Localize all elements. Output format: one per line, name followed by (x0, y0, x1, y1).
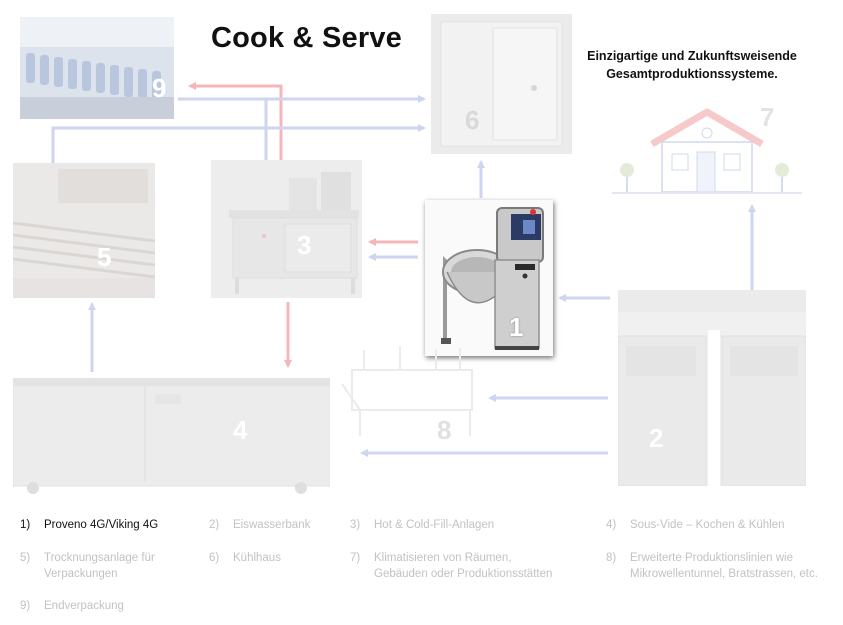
cold-room-door-icon (431, 14, 572, 154)
legend-item-2: 2) Eiswasserbank (209, 517, 349, 535)
legend-number: 7) (350, 552, 361, 564)
legend-number: 5) (20, 552, 31, 564)
node-7-klimatisieren: 7 (612, 100, 802, 200)
node-8-number: 8 (437, 415, 452, 442)
legend-label: Endverpackung (44, 600, 124, 612)
house-icon (612, 108, 802, 194)
node-8-produktionslinien: 8 (340, 340, 485, 442)
legend-label: Trocknungsanlage für (44, 552, 155, 564)
tagline-line-1: Einzigartige und Zukunftsweisende (587, 49, 797, 63)
production-line-icon (341, 346, 473, 436)
legend-label: Hot & Cold-Fill-Anlagen (374, 519, 495, 531)
legend-label-line2: Verpackungen (44, 568, 118, 580)
legend-number: 4) (606, 519, 617, 531)
legend-label: Kühlhaus (233, 552, 281, 564)
node-6-number: 6 (465, 105, 480, 135)
tagline: Einzigartige und Zukunftsweisende Gesamt… (572, 47, 812, 83)
hot-cold-fill-icon (211, 160, 362, 298)
node-1-number: 1 (509, 312, 524, 342)
tilting-kettle-icon (425, 200, 553, 356)
legend-item-9: 9) Endverpackung (20, 598, 210, 616)
legend-item-3: 3) Hot & Cold-Fill-Anlagen (350, 517, 590, 535)
legend-number: 9) (20, 600, 31, 612)
node-3-number: 3 (297, 230, 312, 260)
bottle-line-icon (20, 17, 174, 119)
sous-vide-tank-icon (13, 378, 330, 494)
node-7-number: 7 (760, 102, 775, 132)
node-1-proveno-viking: 1 (425, 200, 553, 356)
drying-conveyor-icon (13, 163, 155, 298)
tagline-line-2: Gesamtproduktionssysteme. (606, 67, 778, 81)
node-2-eiswasserbank: 2 (618, 290, 806, 486)
legend-number: 3) (350, 519, 361, 531)
node-4-sous-vide: 4 (13, 378, 330, 496)
legend-label: Eiswasserbank (233, 519, 311, 531)
legend-number: 8) (606, 552, 617, 564)
node-5-trocknungsanlage: 5 (13, 163, 155, 298)
diagram-title: Cook & Serve (211, 22, 402, 54)
ice-water-bank-icon (618, 290, 806, 486)
legend-number: 6) (209, 552, 220, 564)
node-9-endverpackung: 9 (20, 17, 174, 119)
node-6-kuehlhaus: 6 (431, 14, 572, 154)
flow-arrows (51, 82, 756, 457)
legend-item-4: 4) Sous-Vide – Kochen & Kühlen (606, 517, 836, 535)
legend-label-line2: Gebäuden oder Produktionsstätten (374, 568, 553, 580)
node-2-number: 2 (649, 423, 664, 453)
legend-label: Sous-Vide – Kochen & Kühlen (630, 519, 785, 531)
node-5-number: 5 (97, 242, 112, 272)
legend-label: Klimatisieren von Räumen, (374, 552, 512, 564)
legend-label: Proveno 4G/Viking 4G (44, 519, 159, 531)
legend-item-7: 7) Klimatisieren von Räumen, Gebäuden ode… (350, 550, 600, 584)
arrow-3-to-9 (188, 82, 283, 160)
legend-item-1: 1) Proveno 4G/Viking 4G (20, 517, 210, 535)
node-9-number: 9 (152, 73, 167, 103)
legend-label-line2: Mikrowellentunnel, Bratstrassen, etc. (630, 568, 818, 580)
node-3-hot-cold-fill: 3 (211, 160, 362, 298)
node-4-number: 4 (233, 415, 248, 445)
legend-number: 2) (209, 519, 220, 531)
legend-number: 1) (20, 519, 31, 531)
arrow-5-to-6 (51, 124, 426, 163)
legend-label: Erweiterte Produktionslinien wie (630, 552, 793, 564)
legend-item-6: 6) Kühlhaus (209, 550, 349, 568)
